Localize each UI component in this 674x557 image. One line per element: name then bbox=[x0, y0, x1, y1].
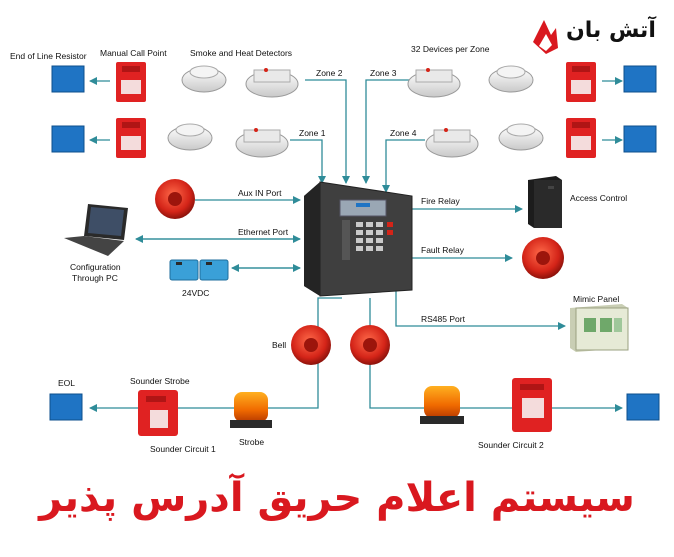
rs485-line bbox=[395, 286, 566, 330]
bell-icon bbox=[350, 325, 390, 365]
logo-text: آتش بان bbox=[566, 18, 656, 43]
devices-per-zone-label: 32 Devices per Zone bbox=[411, 44, 490, 54]
access-control-icon bbox=[528, 176, 562, 228]
eol-resistor-box bbox=[51, 65, 85, 93]
heat-detector-icon bbox=[167, 123, 213, 151]
laptop-icon bbox=[64, 204, 128, 256]
manual-call-point-icon bbox=[566, 118, 596, 158]
eol-resistor-box bbox=[51, 125, 85, 153]
manual-call-point-icon bbox=[566, 62, 596, 102]
zone1-line bbox=[290, 139, 326, 184]
zone4-label: Zone 4 bbox=[390, 128, 417, 138]
access-control-label: Access Control bbox=[570, 193, 628, 203]
eol-label: EOL bbox=[58, 378, 76, 388]
control-panel-icon bbox=[304, 181, 413, 297]
bell-icon bbox=[155, 179, 195, 219]
eol-box bbox=[626, 393, 660, 421]
mimic-panel-label: Mimic Panel bbox=[573, 294, 620, 304]
sounder-strobe-icon bbox=[138, 390, 178, 436]
eol-resistor-label: End of Line Resistor bbox=[10, 51, 87, 61]
sounder-strobe-label: Sounder Strobe bbox=[130, 376, 190, 386]
zone3-line bbox=[362, 79, 412, 184]
logo-flame-icon bbox=[533, 20, 558, 54]
strobe-icon bbox=[230, 392, 272, 428]
rs485-label: RS485 Port bbox=[421, 314, 465, 324]
smoke-heat-label: Smoke and Heat Detectors bbox=[190, 48, 293, 58]
config-pc-label-1: Configuration bbox=[70, 262, 121, 272]
battery-icon bbox=[169, 259, 229, 281]
manual-call-points bbox=[116, 62, 596, 158]
sounder-circuit1-line bbox=[89, 297, 342, 412]
eol-resistor-box bbox=[623, 125, 657, 153]
zone1-label: Zone 1 bbox=[299, 128, 326, 138]
connection-lines bbox=[89, 77, 623, 412]
strobe-icon bbox=[420, 386, 464, 424]
zone4-line bbox=[382, 139, 425, 193]
zone3-label: Zone 3 bbox=[370, 68, 397, 78]
detectors bbox=[167, 65, 544, 158]
sounder-strobe-icon bbox=[512, 378, 552, 432]
bell-icon bbox=[291, 325, 331, 365]
manual-call-point-label: Manual Call Point bbox=[100, 48, 167, 58]
ethernet-label: Ethernet Port bbox=[238, 227, 289, 237]
eol-box bbox=[49, 393, 83, 421]
eol-boxes bbox=[49, 65, 660, 421]
smoke-detector-icon bbox=[235, 128, 289, 158]
zone2-label: Zone 2 bbox=[316, 68, 343, 78]
bell-label: Bell bbox=[272, 340, 287, 350]
eol-resistor-box bbox=[623, 65, 657, 93]
heat-detector-icon bbox=[181, 65, 227, 93]
fault-relay-label: Fault Relay bbox=[421, 245, 464, 255]
manual-call-point-icon bbox=[116, 62, 146, 102]
strobe-label: Strobe bbox=[239, 437, 265, 447]
config-pc-label-2: Through PC bbox=[72, 273, 118, 283]
mimic-panel-icon bbox=[570, 304, 629, 352]
heat-detector-icon bbox=[488, 65, 534, 93]
bell-icon bbox=[522, 237, 564, 279]
smoke-detector-icon bbox=[425, 128, 479, 158]
sounder-circuit1-label: Sounder Circuit 1 bbox=[150, 444, 216, 454]
page-title: سیستم اعلام حریق آدرس پذیر bbox=[39, 475, 635, 521]
aux-in-label: Aux IN Port bbox=[238, 188, 282, 198]
heat-detector-icon bbox=[498, 123, 544, 151]
smoke-detector-icon bbox=[407, 68, 461, 98]
zone2-line bbox=[305, 79, 350, 184]
vdc-label: 24VDC bbox=[182, 288, 210, 298]
fire-relay-label: Fire Relay bbox=[421, 196, 460, 206]
manual-call-point-icon bbox=[116, 118, 146, 158]
sounder-circuit2-label: Sounder Circuit 2 bbox=[478, 440, 544, 450]
smoke-detector-icon bbox=[245, 68, 299, 98]
